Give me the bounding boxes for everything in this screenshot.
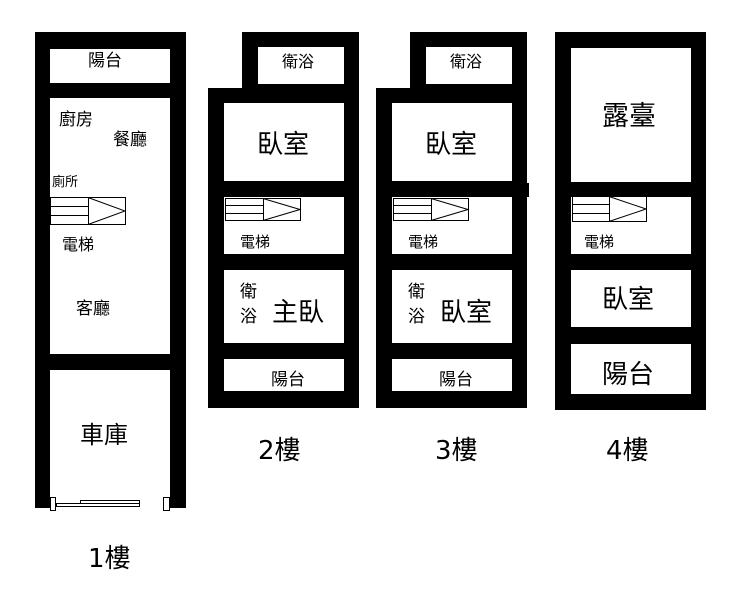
floor-1-main-room bbox=[50, 98, 170, 354]
floor-4-terrace-room bbox=[571, 48, 691, 182]
floor-2-elevator-label: 電梯 bbox=[240, 233, 271, 251]
floor-3-bath-top-room bbox=[426, 47, 512, 84]
floor-1-title: 1樓 bbox=[88, 544, 131, 574]
floor-4-stair-icon bbox=[572, 196, 647, 222]
floor-2-bath-side-label-1: 衛 bbox=[240, 282, 257, 302]
floor-4-title: 4樓 bbox=[606, 436, 649, 466]
floor-1-living-label: 客廳 bbox=[76, 299, 110, 319]
floor-2-balcony-room bbox=[224, 359, 344, 391]
floor-3-bath-side-label-1: 衛 bbox=[408, 282, 425, 302]
floor-2-bath-top-room bbox=[258, 47, 344, 84]
floor-2-master-room bbox=[224, 270, 344, 343]
floor-4-balcony-room bbox=[571, 344, 691, 394]
floor-3-title: 3樓 bbox=[435, 436, 478, 466]
floor-3-wall-notch bbox=[522, 183, 529, 197]
floor-4-elevator-label: 電梯 bbox=[584, 233, 615, 251]
floor-3-stair-icon bbox=[393, 198, 469, 221]
floor-2-bedroom-room bbox=[224, 103, 344, 181]
floor-3-bedroom-label: 臥室 bbox=[425, 130, 478, 160]
floor-4-bedroom-room bbox=[571, 270, 691, 327]
floor-1-toilet-label: 廁所 bbox=[52, 175, 79, 190]
floor-4-bedroom-label: 臥室 bbox=[602, 285, 655, 315]
floor-1-dining-label: 餐廳 bbox=[113, 130, 147, 150]
floor-2-bath-side-label-2: 浴 bbox=[240, 307, 257, 327]
floor-4-terrace-label: 露臺 bbox=[602, 101, 656, 132]
floor-1-balcony-room bbox=[50, 49, 170, 83]
floor-2-title: 2樓 bbox=[258, 436, 301, 466]
floor-3-bedroom-2-room bbox=[392, 270, 512, 343]
floor-1-stair-icon bbox=[50, 197, 126, 225]
floor-3-bath-side-label-2: 浴 bbox=[408, 307, 425, 327]
floor-3-elevator-label: 電梯 bbox=[408, 233, 439, 251]
floor-2-bedroom-label: 臥室 bbox=[257, 130, 310, 160]
floor-2-master-bedroom-label: 主臥 bbox=[272, 298, 325, 328]
floor-2-bath-top-label: 衛浴 bbox=[282, 52, 315, 71]
floor-3-balcony-label: 陽台 bbox=[439, 370, 473, 390]
floor-4-balcony-label: 陽台 bbox=[602, 360, 655, 390]
floor-3-bedroom-2-label: 臥室 bbox=[440, 298, 493, 328]
floor-1-garage-label: 車庫 bbox=[80, 421, 128, 449]
floor-3-bedroom-room bbox=[392, 103, 512, 181]
floor-1-elevator-label: 電梯 bbox=[62, 235, 95, 254]
floor-2-balcony-label: 陽台 bbox=[271, 370, 305, 390]
floor-1-balcony-label: 陽台 bbox=[88, 51, 122, 71]
floor-1-kitchen-label: 廚房 bbox=[59, 110, 93, 130]
floor-3-balcony-room bbox=[392, 359, 512, 391]
floor-2-stair-icon bbox=[225, 198, 301, 221]
floor-3-bath-top-label: 衛浴 bbox=[450, 52, 483, 71]
floor-1-garage-room bbox=[50, 370, 170, 510]
